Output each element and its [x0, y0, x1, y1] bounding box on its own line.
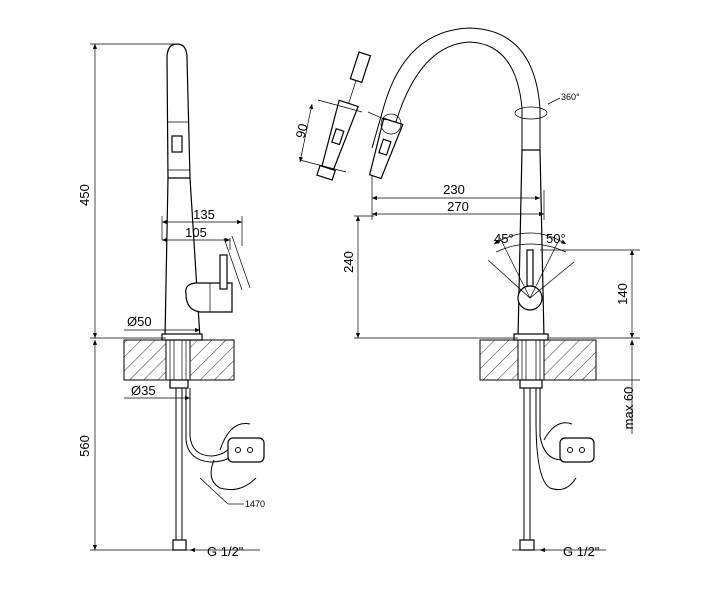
dim-hole-diameter: Ø35: [131, 383, 156, 398]
dim-spout-reach-230: 230: [443, 182, 465, 197]
dim-thread-right: G 1/2": [563, 544, 600, 559]
dim-spray-length: 90: [293, 122, 311, 140]
faucet-body-side: [164, 171, 201, 339]
dim-hose-length: 1470: [245, 499, 265, 509]
dim-thread-left: G 1/2": [207, 544, 244, 559]
dim-angle-left: 45°: [494, 231, 514, 246]
front-view: [354, 27, 640, 553]
dim-counter-max: max 60: [621, 387, 636, 430]
dim-below-counter: 560: [77, 435, 92, 457]
dim-reach-135: 135: [193, 207, 215, 222]
dim-spout-reach-270: 270: [447, 199, 469, 214]
dim-angle-right: 50°: [546, 231, 566, 246]
dim-height-240: 240: [341, 251, 356, 273]
dim-spout-rotation: 360°: [561, 92, 580, 102]
side-view: [90, 43, 265, 553]
spray-head-detail: [298, 51, 372, 181]
dim-height-total: 450: [77, 184, 92, 206]
dim-height-140: 140: [615, 283, 630, 305]
hose-weight-left: [227, 437, 265, 463]
dim-base-diameter: Ø50: [127, 314, 152, 329]
hose-weight-right: [559, 437, 595, 463]
dim-reach-105: 105: [185, 225, 207, 240]
handle-side: [185, 282, 233, 313]
spray-button-side: [171, 135, 183, 153]
mount-hole-left: [165, 339, 191, 381]
spout-side: [166, 43, 191, 179]
gooseneck-spout: [385, 41, 523, 151]
